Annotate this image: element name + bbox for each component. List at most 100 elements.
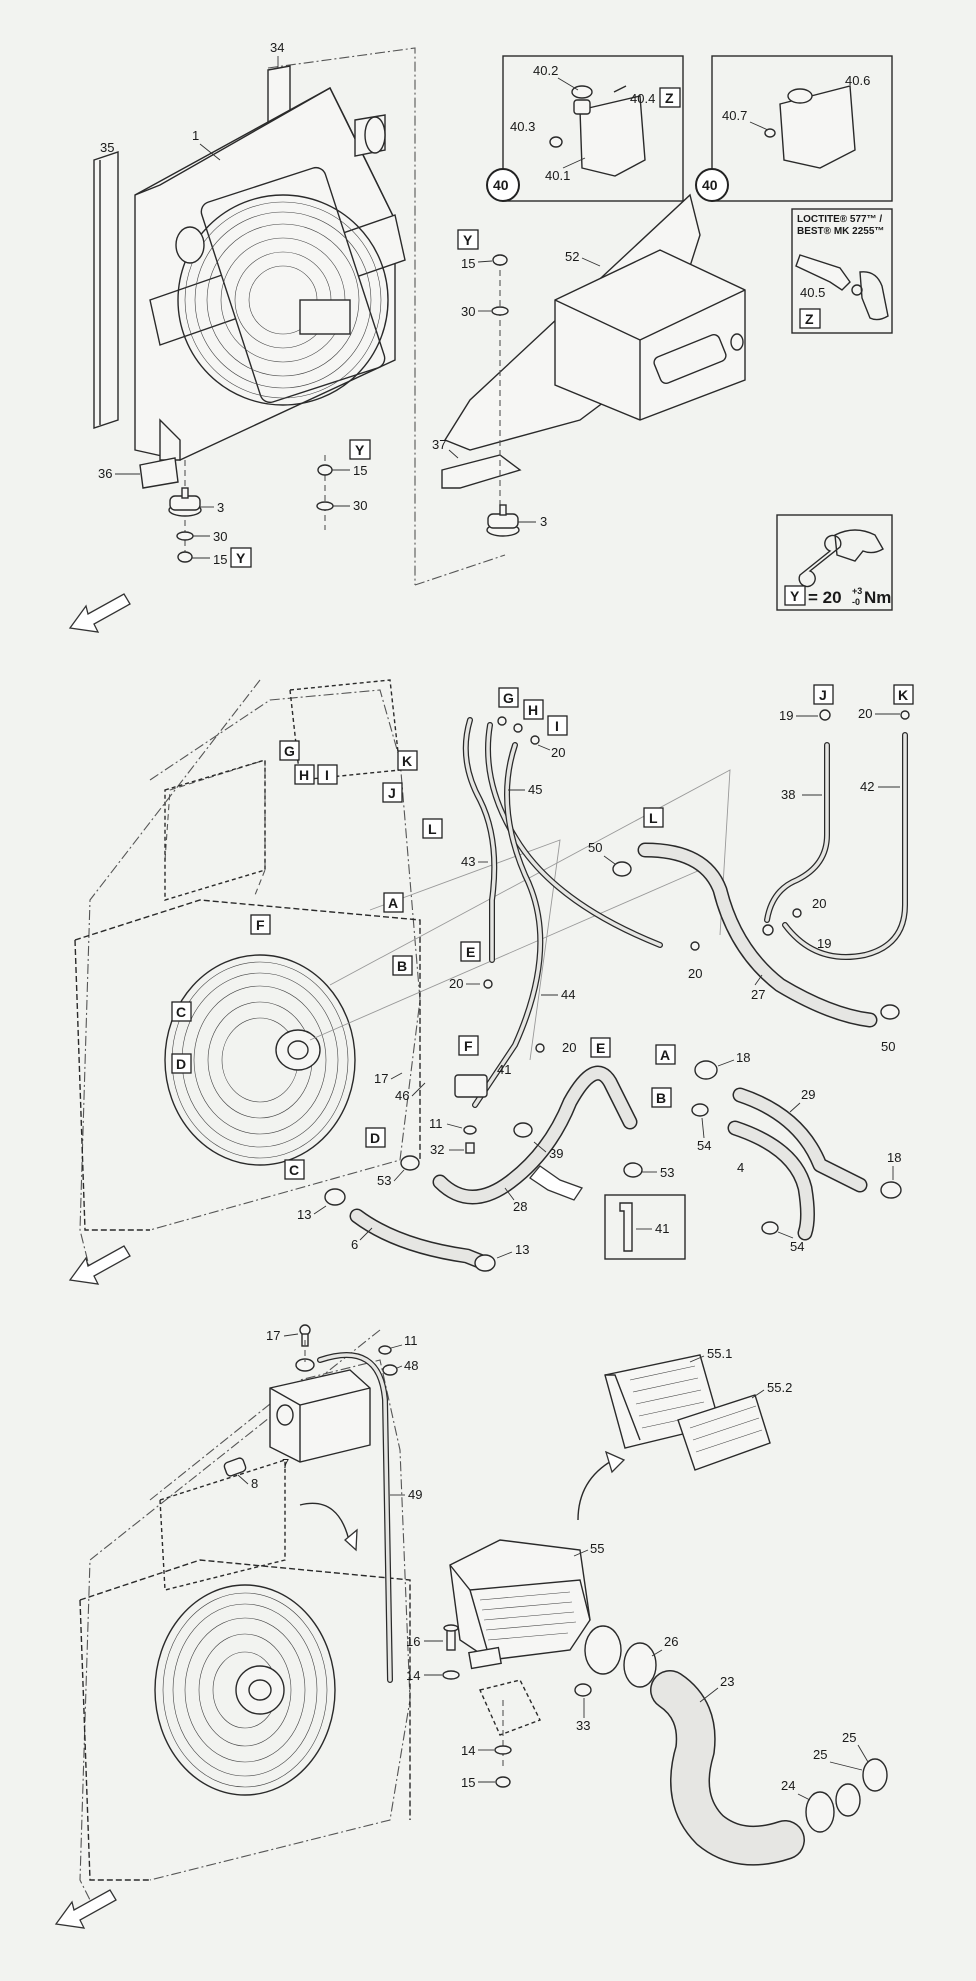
box-K-side <box>397 750 418 771</box>
fan-section-3 <box>154 1584 336 1796</box>
clamp-26 <box>623 1642 657 1688</box>
callout-24: 24 <box>781 1778 795 1793</box>
svg-text:H: H <box>528 702 538 718</box>
torque-spec-panel: Y = 20 +3 -0 Nm <box>776 514 893 611</box>
clamp-50-top <box>612 861 632 877</box>
torque-value: = 20 <box>808 588 842 607</box>
washer-14-top <box>442 1670 460 1680</box>
direction-arrow-2 <box>68 1245 131 1285</box>
callout-30-right: 30 <box>353 498 367 513</box>
clamp-25-b <box>862 1758 888 1792</box>
callout-17: 17 <box>374 1071 388 1086</box>
box-B-side <box>392 955 413 976</box>
sensor-8 <box>223 1457 247 1477</box>
bolt-32 <box>465 1142 475 1154</box>
box-F-bracket <box>458 1035 479 1056</box>
svg-text:Z: Z <box>665 90 674 106</box>
callout-40-5: 40.5 <box>800 285 825 300</box>
air-filter-55 <box>449 1539 622 1675</box>
mount-3-cover <box>486 504 520 537</box>
callout-38: 38 <box>781 787 795 802</box>
washer-11-section-2 <box>463 1125 477 1135</box>
callout-18-bottom: 18 <box>887 1150 901 1165</box>
callout-7: 7 <box>282 1456 289 1471</box>
svg-text:B: B <box>656 1090 666 1106</box>
detail-40-b: 40.6 40.7 40 <box>695 55 893 202</box>
section-tank-filter: 17 11 48 7 8 49 55.1 55.2 55 16 26 14 23… <box>54 1324 888 1929</box>
svg-text:D: D <box>176 1056 186 1072</box>
box-I-side <box>317 764 338 785</box>
clamp-18-bottom <box>880 1181 902 1199</box>
callout-14-top: 14 <box>406 1668 420 1683</box>
detail-ref-40-b <box>695 168 729 202</box>
svg-text:B: B <box>397 958 407 974</box>
svg-text:J: J <box>388 785 396 801</box>
mount-base <box>479 1679 541 1736</box>
box-Z-loctite <box>799 308 821 329</box>
callout-43: 43 <box>461 854 475 869</box>
box-C-side <box>171 1001 192 1022</box>
svg-text:L: L <box>428 821 437 837</box>
svg-text:G: G <box>284 743 295 759</box>
box-A-side <box>383 892 404 913</box>
callout-54-top: 54 <box>697 1138 711 1153</box>
nut-48 <box>382 1364 398 1376</box>
fitting-19-top <box>819 709 831 721</box>
callout-16: 16 <box>406 1634 420 1649</box>
detail-ref-40-a <box>486 168 520 202</box>
box-A-hose <box>655 1044 676 1065</box>
clip-bracket-section-2 <box>454 1074 488 1098</box>
callout-40-4: 40.4 <box>630 91 655 106</box>
callout-15-cover: 15 <box>461 256 475 271</box>
clamp-54-top <box>691 1103 709 1117</box>
direction-arrow-1 <box>68 593 131 633</box>
callout-40-6: 40.6 <box>845 73 870 88</box>
washer-11-tank <box>378 1345 392 1355</box>
callout-28: 28 <box>513 1199 527 1214</box>
callout-30-left: 30 <box>213 529 227 544</box>
box-Y-cover <box>457 229 479 250</box>
callout-34: 34 <box>270 40 284 55</box>
nut-15-right <box>317 464 333 476</box>
callout-25-a: 25 <box>842 1730 856 1745</box>
callout-23: 23 <box>720 1674 734 1689</box>
callout-55-1: 55.1 <box>707 1346 732 1361</box>
section-radiator-mounting: 34 35 1 36 3 30 15 15 30 Y Y <box>68 40 506 633</box>
callout-36: 36 <box>98 466 112 481</box>
torque-tol-plus: +3 <box>852 586 862 596</box>
detail-40-a: 40.2 40.4 Z 40.3 40.1 40 <box>486 55 684 202</box>
callout-53-right: 53 <box>660 1165 674 1180</box>
callout-13-right: 13 <box>515 1242 529 1257</box>
washer-30-cover <box>491 306 509 316</box>
callout-19-top: 19 <box>779 708 793 723</box>
fitting-20-top <box>900 710 910 720</box>
callout-50-top: 50 <box>588 840 602 855</box>
callout-15-left: 15 <box>213 552 227 567</box>
loctite-line-1: LOCTITE® 577™ / <box>797 214 882 225</box>
callout-40-7: 40.7 <box>722 108 747 123</box>
callout-39: 39 <box>549 1146 563 1161</box>
callout-46: 46 <box>395 1088 409 1103</box>
callout-15-filter: 15 <box>461 1775 475 1790</box>
nut-33 <box>574 1683 592 1697</box>
direction-arrow-3 <box>54 1889 117 1929</box>
svg-text:C: C <box>289 1162 299 1178</box>
box-H-top <box>523 699 544 720</box>
box-J-side <box>382 782 403 803</box>
callout-3-cover: 3 <box>540 514 547 529</box>
clamp-50-bottom <box>880 1004 900 1020</box>
callout-20-top: 20 <box>551 745 565 760</box>
hand-icon <box>859 271 889 321</box>
svg-text:A: A <box>660 1047 670 1063</box>
box-L-hose <box>643 807 664 828</box>
svg-text:H: H <box>299 767 309 783</box>
svg-text:C: C <box>176 1004 186 1020</box>
box-D-side <box>171 1053 192 1074</box>
callout-26: 26 <box>664 1634 678 1649</box>
svg-text:Y: Y <box>463 232 473 248</box>
loctite-line-2: BEST® MK 2255™ <box>797 226 884 237</box>
torque-tol-minus: -0 <box>852 597 860 607</box>
callout-49: 49 <box>408 1487 422 1502</box>
callout-40-1: 40.1 <box>545 168 570 183</box>
direction-arrow-bracket <box>529 1165 583 1201</box>
